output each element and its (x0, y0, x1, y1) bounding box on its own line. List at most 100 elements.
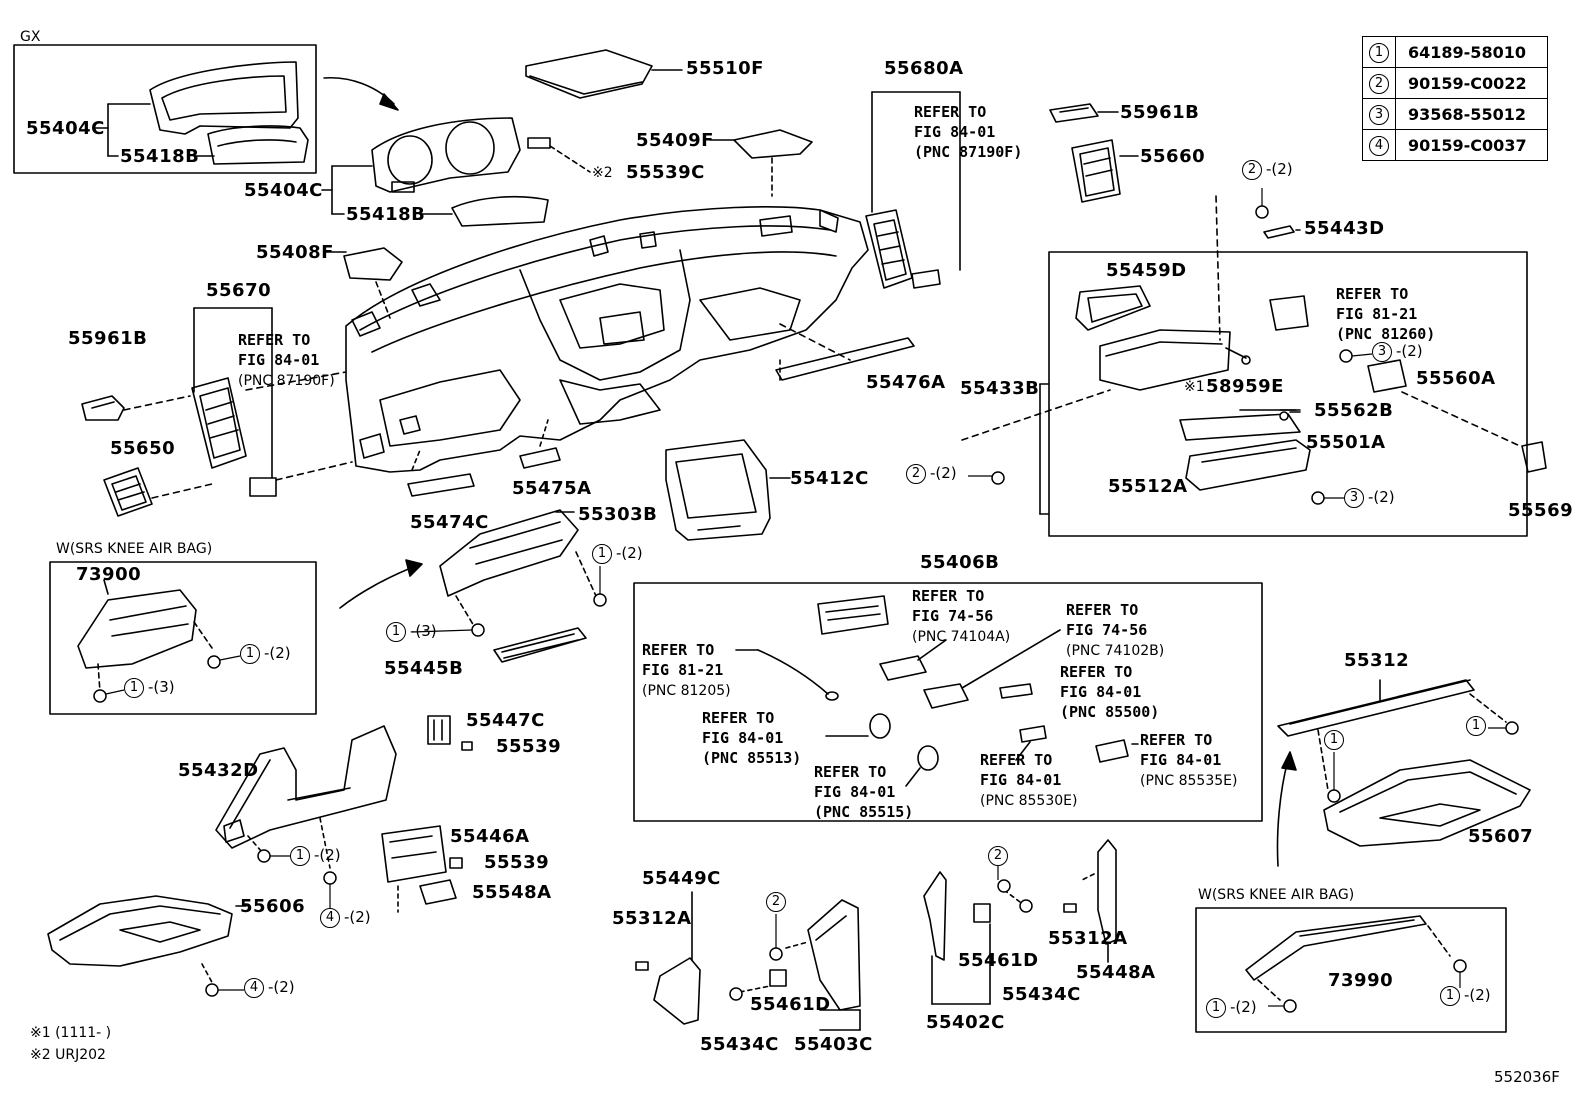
part-label-55548A: 55548A (472, 882, 552, 903)
note-mark-2: ※2 (592, 165, 613, 181)
legend-part: 90159-C0022 (1395, 67, 1548, 99)
part-label-55402C: 55402C (926, 1012, 1005, 1033)
part-label-55418B: 55418B (346, 204, 426, 225)
callout-circle: 1 (290, 846, 310, 866)
callout-circle: 2 (1242, 160, 1262, 180)
refer-note-85535E: REFER TO FIG 84-01 (PNC 85535E) (1140, 731, 1238, 789)
callout-circle: 2 (766, 892, 786, 912)
part-label-55680A: 55680A (884, 58, 964, 79)
switch-group-box (633, 582, 1263, 822)
callout-qty: -(2) (1396, 342, 1423, 360)
refer-note-55670: REFER TO FIG 84-01 (PNC 87190F) (238, 331, 335, 389)
part-label-55412C: 55412C (790, 468, 869, 489)
legend-num: 4 (1369, 136, 1389, 156)
callout-circle: 1 (592, 544, 612, 564)
part-label-55404C: 55404C (244, 180, 323, 201)
part-label-73990: 73990 (1328, 970, 1394, 991)
legend-num: 1 (1369, 43, 1389, 63)
callout-circle: 4 (320, 908, 340, 928)
callout-circle: 1 (124, 678, 144, 698)
part-label-55443D: 55443D (1304, 218, 1385, 239)
drawing-number: 552036F (1494, 1068, 1560, 1086)
callout-circle: 1 (1466, 716, 1486, 736)
callout-qty: -(2) (268, 978, 295, 996)
callout-qty: -(2) (930, 464, 957, 482)
part-label-55459D: 55459D (1106, 260, 1187, 281)
callout-circle: 2 (988, 846, 1008, 866)
callout-qty: -(2) (314, 846, 341, 864)
refer-note-85530E: REFER TO FIG 84-01 (PNC 85530E) (980, 751, 1078, 809)
part-label-58959E: 58959E (1206, 376, 1284, 397)
callout-qty: -(3) (148, 678, 175, 696)
callout-qty: -(2) (616, 544, 643, 562)
part-label-55461D-left: 55461D (750, 994, 831, 1015)
callout-qty: -(2) (1266, 160, 1293, 178)
part-label-55562B: 55562B (1314, 400, 1394, 421)
part-label-55408F: 55408F (256, 242, 334, 263)
note-mark-1: ※1 (1184, 379, 1205, 395)
part-label-55961B-left: 55961B (68, 328, 148, 349)
callout-circle: 3 (1372, 342, 1392, 362)
part-label-55569: 55569 (1508, 500, 1574, 521)
callout-circle: 2 (906, 464, 926, 484)
part-label-55650: 55650 (110, 438, 176, 459)
cluster-bezel-drawing (321, 117, 549, 227)
refer-note-81205: REFER TO FIG 81-21 (PNC 81205) (642, 641, 731, 699)
callout-circle: 1 (1206, 998, 1226, 1018)
part-label-55461D-mid: 55461D (958, 950, 1039, 971)
part-label-55447C: 55447C (466, 710, 545, 731)
legend-num: 3 (1369, 105, 1389, 125)
refer-note-85500: REFER TO FIG 84-01 (PNC 85500) (1060, 663, 1160, 721)
srs-box-right-title: W(SRS KNEE AIR BAG) (1198, 887, 1355, 903)
part-label-55475A: 55475A (512, 478, 592, 499)
callout-qty: -(2) (1464, 986, 1491, 1004)
part-label-55404C-gx: 55404C (26, 118, 105, 139)
part-label-55560A: 55560A (1416, 368, 1496, 389)
refer-note-74104A: REFER TO FIG 74-56 (PNC 74104A) (912, 587, 1011, 645)
part-label-55670: 55670 (206, 280, 272, 301)
callout-qty: -(2) (1230, 998, 1257, 1016)
part-label-55539-b: 55539 (484, 852, 550, 873)
part-label-55446A: 55446A (450, 826, 530, 847)
part-label-55539-a: 55539 (496, 736, 562, 757)
footnote-2: ※2 URJ202 (30, 1047, 106, 1063)
callout-qty: -(2) (344, 908, 371, 926)
part-label-55660: 55660 (1140, 146, 1206, 167)
legend-part: 90159-C0037 (1395, 129, 1548, 161)
part-label-55432D: 55432D (178, 760, 259, 781)
gx-box (13, 44, 317, 174)
legend-row: 1 64189-58010 (1362, 36, 1548, 68)
part-label-55303B: 55303B (578, 504, 658, 525)
fasteners (93, 205, 1519, 1013)
legend-part: 64189-58010 (1395, 36, 1548, 68)
part-label-55418B-gx: 55418B (120, 146, 200, 167)
callout-circle: 3 (1344, 488, 1364, 508)
gx-cluster-bezel-drawing (95, 61, 309, 165)
part-label-55474C: 55474C (410, 512, 489, 533)
part-label-55607: 55607 (1468, 826, 1534, 847)
callout-qty: -(2) (264, 644, 291, 662)
glovebox-group-box (1048, 251, 1528, 537)
callout-qty: -(2) (1368, 488, 1395, 506)
refer-note-85513: REFER TO FIG 84-01 (PNC 85513) (702, 709, 802, 767)
part-label-55539C: 55539C (626, 162, 705, 183)
instrument-panel-frame-drawing (345, 206, 869, 473)
srs-box-right (1195, 907, 1507, 1033)
srs-box-left (49, 561, 317, 715)
part-label-55409F: 55409F (636, 130, 714, 151)
callout-circle: 1 (240, 644, 260, 664)
part-label-55606: 55606 (240, 896, 306, 917)
part-label-55312: 55312 (1344, 650, 1410, 671)
part-label-55961B-top: 55961B (1120, 102, 1200, 123)
callout-circle: 4 (244, 978, 264, 998)
part-label-55512A: 55512A (1108, 476, 1188, 497)
callout-circle: 1 (386, 622, 406, 642)
legend-row: 4 90159-C0037 (1362, 129, 1548, 161)
refer-note-85515: REFER TO FIG 84-01 (PNC 85515) (814, 763, 914, 821)
refer-note-81260: REFER TO FIG 81-21 (PNC 81260) (1336, 285, 1436, 343)
part-label-55510F: 55510F (686, 58, 764, 79)
part-label-55501A: 55501A (1306, 432, 1386, 453)
